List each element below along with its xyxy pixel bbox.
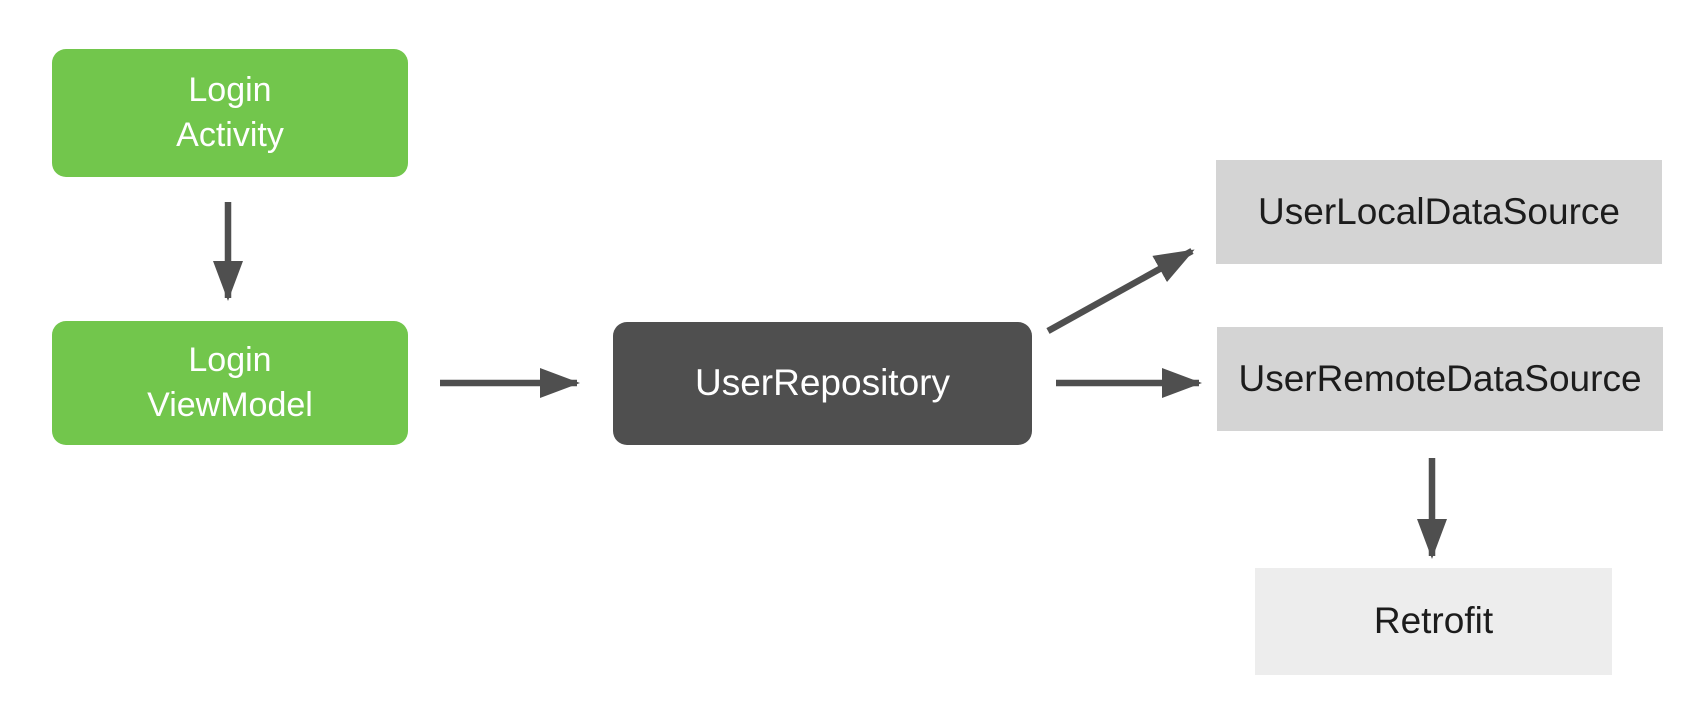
node-login-viewmodel-label-line2: ViewModel (147, 386, 313, 424)
node-user-repository-label: UserRepository (695, 362, 950, 404)
node-user-remote-data-source: UserRemoteDataSource (1217, 327, 1663, 431)
node-user-local-data-source-label: UserLocalDataSource (1258, 190, 1620, 232)
node-login-activity: Login Activity (52, 49, 408, 177)
node-retrofit-label: Retrofit (1373, 600, 1494, 642)
node-login-activity-label-line2: Activity (176, 116, 284, 154)
node-retrofit: Retrofit (1255, 568, 1612, 675)
node-login-viewmodel-label-line1: Login (188, 341, 272, 380)
node-login-activity-label-line1: Login (188, 71, 272, 110)
node-user-remote-data-source-label: UserRemoteDataSource (1238, 357, 1642, 399)
arrow-repository-to-local-source (1046, 248, 1195, 334)
node-login-viewmodel: Login ViewModel (52, 321, 408, 445)
node-user-repository: UserRepository (613, 322, 1032, 445)
node-user-local-data-source: UserLocalDataSource (1216, 160, 1662, 264)
